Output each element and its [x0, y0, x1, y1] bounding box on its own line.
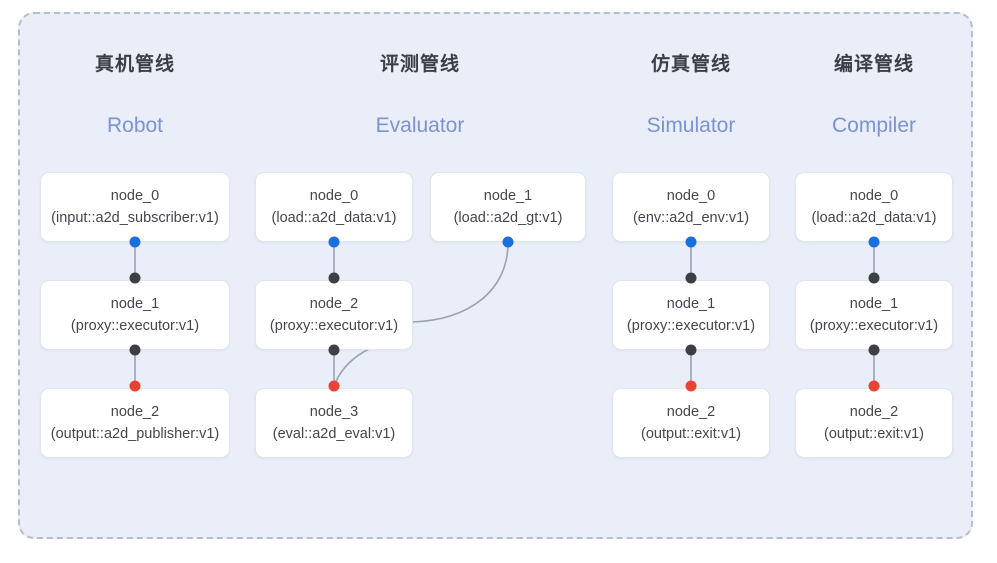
node-id: node_2: [110, 404, 160, 420]
node-id: node_1: [849, 296, 899, 312]
node-id: node_0: [309, 188, 359, 204]
port-output-compiler-0[interactable]: [868, 236, 880, 248]
port-output-simulator-1[interactable]: [685, 344, 697, 356]
node-robot-0[interactable]: node_0 (input::a2d_subscriber:v1): [40, 172, 230, 242]
node-id: node_0: [666, 188, 716, 204]
column-subtitle-evaluator: Evaluator: [375, 114, 465, 137]
port-output-evaluator-2[interactable]: [328, 344, 340, 356]
column-subtitle-robot: Robot: [106, 114, 164, 137]
column-title-compiler: 编译管线: [833, 54, 914, 75]
node-compiler-2[interactable]: node_2 (output::exit:v1): [795, 388, 953, 458]
pipeline-column-evaluator: 评测管线 Evaluator: [255, 52, 585, 139]
node-compiler-1[interactable]: node_1 (proxy::executor:v1): [795, 280, 953, 350]
port-input-evaluator-2[interactable]: [328, 272, 340, 284]
node-compiler-0[interactable]: node_0 (load::a2d_data:v1): [795, 172, 953, 242]
port-input-compiler-1[interactable]: [868, 272, 880, 284]
node-evaluator-3[interactable]: node_3 (eval::a2d_eval:v1): [255, 388, 413, 458]
port-input-robot-1[interactable]: [129, 272, 141, 284]
node-type: (load::a2d_data:v1): [811, 210, 937, 226]
node-type: (output::exit:v1): [641, 426, 741, 442]
node-id: node_1: [483, 188, 533, 204]
node-type: (eval::a2d_eval:v1): [272, 426, 396, 442]
node-id: node_2: [309, 296, 359, 312]
column-title-robot: 真机管线: [94, 54, 175, 75]
node-type: (proxy::executor:v1): [269, 318, 399, 334]
node-type: (proxy::executor:v1): [809, 318, 939, 334]
node-type: (load::a2d_gt:v1): [453, 210, 563, 226]
node-id: node_1: [110, 296, 160, 312]
pipeline-column-compiler: 编译管线 Compiler: [795, 52, 953, 139]
node-id: node_2: [849, 404, 899, 420]
node-evaluator-2[interactable]: node_2 (proxy::executor:v1): [255, 280, 413, 350]
column-subtitle-compiler: Compiler: [831, 114, 917, 137]
pipeline-column-robot: 真机管线 Robot: [40, 52, 230, 139]
node-type: (proxy::executor:v1): [70, 318, 200, 334]
node-type: (output::exit:v1): [824, 426, 924, 442]
port-output-compiler-1[interactable]: [868, 344, 880, 356]
port-input-simulator-1[interactable]: [685, 272, 697, 284]
port-output-evaluator-0[interactable]: [328, 236, 340, 248]
node-id: node_1: [666, 296, 716, 312]
port-output-evaluator-1[interactable]: [502, 236, 514, 248]
node-type: (input::a2d_subscriber:v1): [51, 210, 219, 226]
port-input-evaluator-3[interactable]: [328, 380, 340, 392]
node-simulator-1[interactable]: node_1 (proxy::executor:v1): [612, 280, 770, 350]
pipeline-column-simulator: 仿真管线 Simulator: [612, 52, 770, 139]
port-input-robot-2[interactable]: [129, 380, 141, 392]
node-type: (env::a2d_env:v1): [632, 210, 750, 226]
node-robot-2[interactable]: node_2 (output::a2d_publisher:v1): [40, 388, 230, 458]
node-type: (output::a2d_publisher:v1): [50, 426, 220, 442]
port-input-compiler-2[interactable]: [868, 380, 880, 392]
node-type: (proxy::executor:v1): [626, 318, 756, 334]
node-id: node_0: [849, 188, 899, 204]
node-id: node_0: [110, 188, 160, 204]
column-title-simulator: 仿真管线: [650, 54, 731, 75]
port-output-robot-0[interactable]: [129, 236, 141, 248]
node-evaluator-0[interactable]: node_0 (load::a2d_data:v1): [255, 172, 413, 242]
node-id: node_3: [309, 404, 359, 420]
port-output-simulator-0[interactable]: [685, 236, 697, 248]
column-subtitle-simulator: Simulator: [646, 114, 736, 137]
node-robot-1[interactable]: node_1 (proxy::executor:v1): [40, 280, 230, 350]
node-type: (load::a2d_data:v1): [271, 210, 397, 226]
column-title-evaluator: 评测管线: [379, 54, 460, 75]
node-id: node_2: [666, 404, 716, 420]
port-output-robot-1[interactable]: [129, 344, 141, 356]
node-simulator-0[interactable]: node_0 (env::a2d_env:v1): [612, 172, 770, 242]
port-input-simulator-2[interactable]: [685, 380, 697, 392]
node-evaluator-1[interactable]: node_1 (load::a2d_gt:v1): [430, 172, 586, 242]
node-simulator-2[interactable]: node_2 (output::exit:v1): [612, 388, 770, 458]
